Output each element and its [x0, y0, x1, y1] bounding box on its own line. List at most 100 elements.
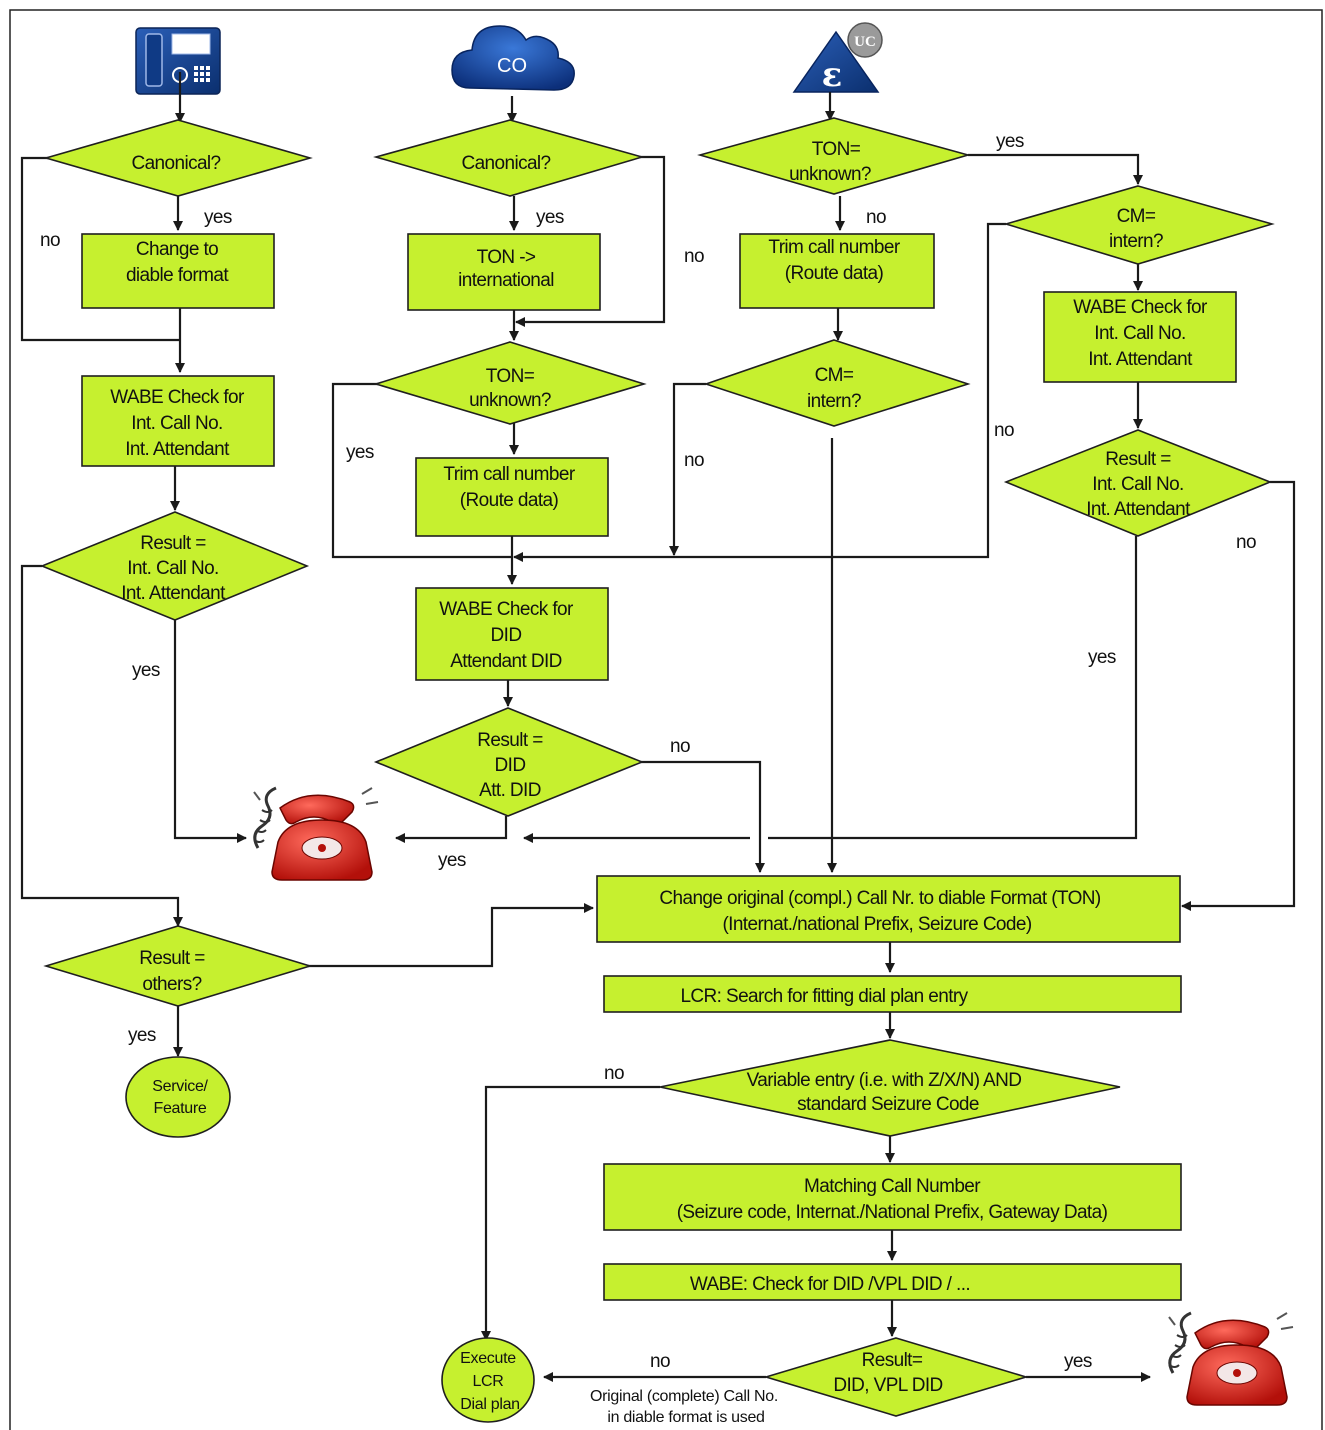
edge-label-yes-others: yes [128, 1025, 156, 1046]
svg-text:Canonical?: Canonical? [461, 153, 550, 174]
ton3-line-1: TON= [812, 139, 861, 160]
terminal-execute-lcr [441, 1337, 535, 1423]
svg-text:TON ->international: TON ->international [458, 247, 554, 291]
process-trim-call-number-co [415, 457, 609, 537]
trim2-line-1: Trim call number [443, 464, 575, 485]
decision-cm-intern-uc [703, 339, 971, 427]
decision-cm-intern-right [1003, 185, 1275, 265]
svg-text:CM=intern?: CM= intern? [807, 365, 861, 412]
decision-ton-unknown-co [373, 341, 647, 425]
change-diable-line-1: Change to [136, 239, 218, 260]
ton-intl-line-2: international [458, 270, 554, 291]
svg-text:Matching Call Number(Seizure c: Matching Call Number (Seizure code, Inter… [677, 1176, 1108, 1223]
execute-line-2: LCR [472, 1373, 503, 1390]
matching-line-1: Matching Call Number [804, 1176, 981, 1197]
execute-line-3: Dial plan [460, 1396, 520, 1413]
svg-text:TON=unknown?: TON= unknown? [469, 366, 551, 411]
decision-result-int-call-right [1003, 429, 1273, 537]
cm3-line-2: intern? [807, 391, 861, 412]
process-wabe-vpl [603, 1263, 1182, 1301]
wabe4-line-2: Int. Call No. [1094, 323, 1185, 344]
uc-label: UC [854, 34, 876, 50]
cm3-line-1: CM= [815, 365, 854, 386]
result4-line-1: Result = [1105, 449, 1171, 470]
process-ton-international [407, 233, 601, 311]
edge-label-yes-ton2: yes [346, 442, 374, 463]
final-line-1: Result= [862, 1350, 923, 1371]
service-line-2: Feature [153, 1100, 206, 1117]
decision-result-others [43, 925, 313, 1007]
decision-result-int-call [39, 511, 310, 621]
process-wabe-int-call [81, 375, 275, 467]
uc-icon: ε UC [792, 22, 883, 95]
svg-text:Service/Feature: Service/Feature [152, 1078, 208, 1117]
wabe-vpl-label: WABE: Check for DID /VPL DID / ... [690, 1274, 970, 1295]
edge-label-yes-canonical: yes [204, 207, 232, 228]
decision-canonical-co [373, 119, 645, 197]
process-lcr-search [603, 975, 1182, 1013]
svg-text:Trim call number(Route data): Trim call number (Route data) [768, 237, 900, 284]
result-did-line-1: Result = [477, 730, 543, 751]
edge-label-yes-result1: yes [132, 660, 160, 681]
process-change-to-diable [81, 233, 275, 309]
lcr-label: LCR: Search for fitting dial plan entry [680, 986, 968, 1007]
matching-line-2: (Seizure code, Internat./National Prefix… [677, 1202, 1108, 1223]
wabe-did-line-2: DID [491, 625, 522, 646]
execute-line-1: Execute [460, 1350, 516, 1367]
svg-text:WABE: Check for DID /VPL DID /: WABE: Check for DID /VPL DID / ... [690, 1274, 970, 1295]
trim3-line-1: Trim call number [768, 237, 900, 258]
ton2-line-2: unknown? [469, 390, 551, 411]
trim2-line-2: (Route data) [460, 490, 559, 511]
cm4-line-2: intern? [1109, 231, 1163, 252]
edge-label-no-canonical-co: no [684, 246, 704, 267]
edge-label-no-canonical: no [40, 230, 60, 251]
edge-label-yes-canonical-co: yes [536, 207, 564, 228]
result1-line-2: Int. Call No. [127, 558, 218, 579]
terminal-service-feature [125, 1056, 231, 1138]
edge-label-yes-did: yes [438, 850, 466, 871]
others-line-2: others? [142, 974, 201, 995]
edge-label-yes-ton3: yes [996, 131, 1024, 152]
cloud-icon: CO [451, 25, 575, 91]
decision-ton-unknown-uc [697, 117, 971, 195]
result-did-line-3: Att. DID [479, 780, 541, 801]
final-line-2: DID, VPL DID [833, 1375, 942, 1396]
svg-text:LCR: Search for fitting dial p: LCR: Search for fitting dial plan entry [680, 986, 968, 1007]
result4-line-3: Int. Attendant [1086, 499, 1191, 520]
desk-phone-icon [135, 27, 221, 95]
process-matching-call-number [603, 1163, 1182, 1231]
svg-text:Result=DID, VPL DID: Result= DID, VPL DID [833, 1350, 942, 1396]
svg-text:Canonical?: Canonical? [131, 153, 220, 174]
edge-label-yes-result4: yes [1088, 647, 1116, 668]
shapes [39, 117, 1275, 1423]
result1-line-3: Int. Attendant [121, 583, 226, 604]
edge-label-no-result4: no [1236, 532, 1256, 553]
svg-text:TON=unknown?: TON=unknown? [789, 139, 871, 185]
ton-intl-line-1: TON -> [477, 247, 536, 268]
process-wabe-int-call-right [1043, 291, 1237, 383]
svg-text:ε: ε [822, 55, 843, 95]
phone-handset-icon-2 [1167, 1311, 1295, 1407]
note-line-1: Original (complete) Call No. [590, 1388, 778, 1405]
decision-canonical-phone [43, 119, 313, 197]
ton2-line-1: TON= [486, 366, 535, 387]
canonical-co-label: Canonical? [461, 153, 550, 174]
edge-label-no-cm4: no [994, 420, 1014, 441]
edge-labels: no yes yes yes yes no yes no yes no no y… [40, 131, 1257, 1426]
variable-line-2: standard Seizure Code [797, 1094, 979, 1115]
trim3-line-2: (Route data) [785, 263, 884, 284]
change-orig-line-2: (Internat./national Prefix, Seizure Code… [722, 914, 1031, 935]
svg-text:Original (complete) Call No.in: Original (complete) Call No. in diable fo… [590, 1388, 778, 1426]
svg-text:Change original (compl.) Call: Change original (compl.) Call Nr. to dia… [659, 888, 1100, 935]
note-line-2: in diable format is used [607, 1409, 764, 1426]
edge-label-no-ton3: no [866, 207, 886, 228]
cm4-line-1: CM= [1117, 206, 1156, 227]
result-did-line-2: DID [495, 755, 526, 776]
process-change-original [596, 875, 1181, 943]
decision-result-did [373, 707, 645, 817]
change-orig-line-1: Change original (compl.) Call Nr. to dia… [659, 888, 1100, 909]
